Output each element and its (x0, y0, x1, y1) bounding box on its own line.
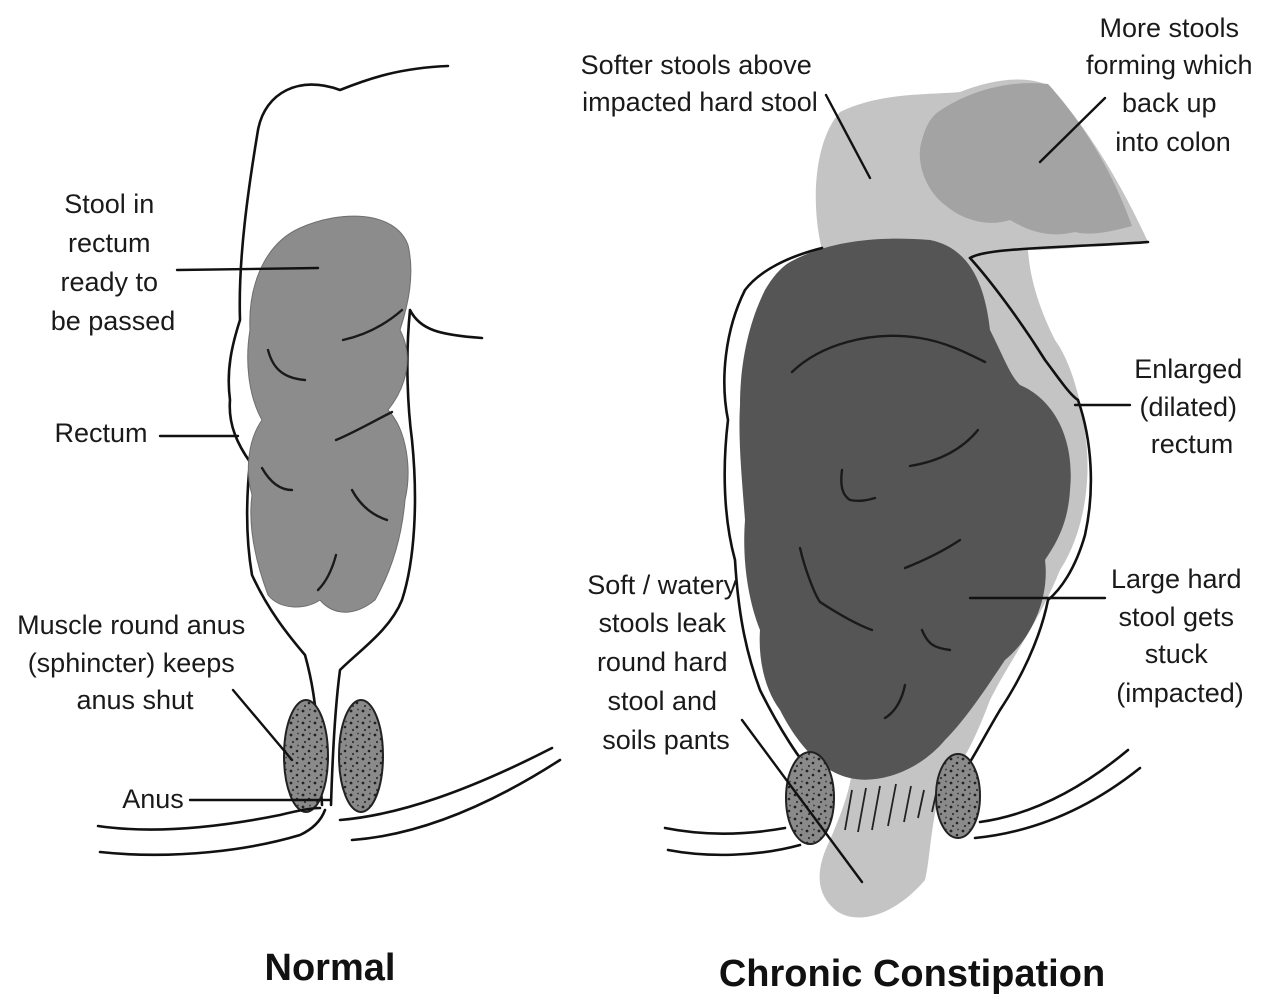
label-rectum: Rectum (54, 418, 147, 448)
label-more-stools: More stools forming which back up into c… (1086, 13, 1260, 157)
title-normal: Normal (265, 947, 396, 989)
constipation-buttock-right (980, 750, 1128, 822)
label-sphincter: Muscle round anus (sphincter) keeps anus… (17, 610, 253, 715)
constipation-sphincter-right (936, 754, 980, 838)
normal-buttock-left-inner (100, 810, 325, 855)
label-anus: Anus (122, 784, 184, 814)
constipation-diagram-group: Softer stools above impacted hard stool … (581, 13, 1260, 995)
normal-sphincter-left (284, 700, 328, 812)
label-watery-stools: Soft / watery stools leak round hard sto… (587, 570, 745, 755)
normal-buttock-right-inner (352, 760, 560, 840)
label-enlarged-rectum: Enlarged (dilated) rectum (1134, 354, 1250, 459)
constipation-buttock-right-inner (975, 768, 1140, 838)
leader-sphincter (233, 690, 292, 760)
normal-sphincter-right (339, 700, 383, 812)
title-chronic-constipation: Chronic Constipation (719, 953, 1105, 995)
label-large-hard-stool: Large hard stool gets stuck (impacted) (1111, 564, 1249, 708)
constipation-sphincter-left (786, 752, 834, 844)
label-stool-in-rectum: Stool in rectum ready to be passed (51, 189, 176, 336)
constipation-buttock-left-inner (668, 845, 800, 855)
normal-diagram: Stool in rectum ready to be passed Rectu… (17, 66, 560, 989)
label-softer-stools: Softer stools above impacted hard stool (581, 50, 820, 117)
constipation-buttock-left (665, 828, 785, 834)
